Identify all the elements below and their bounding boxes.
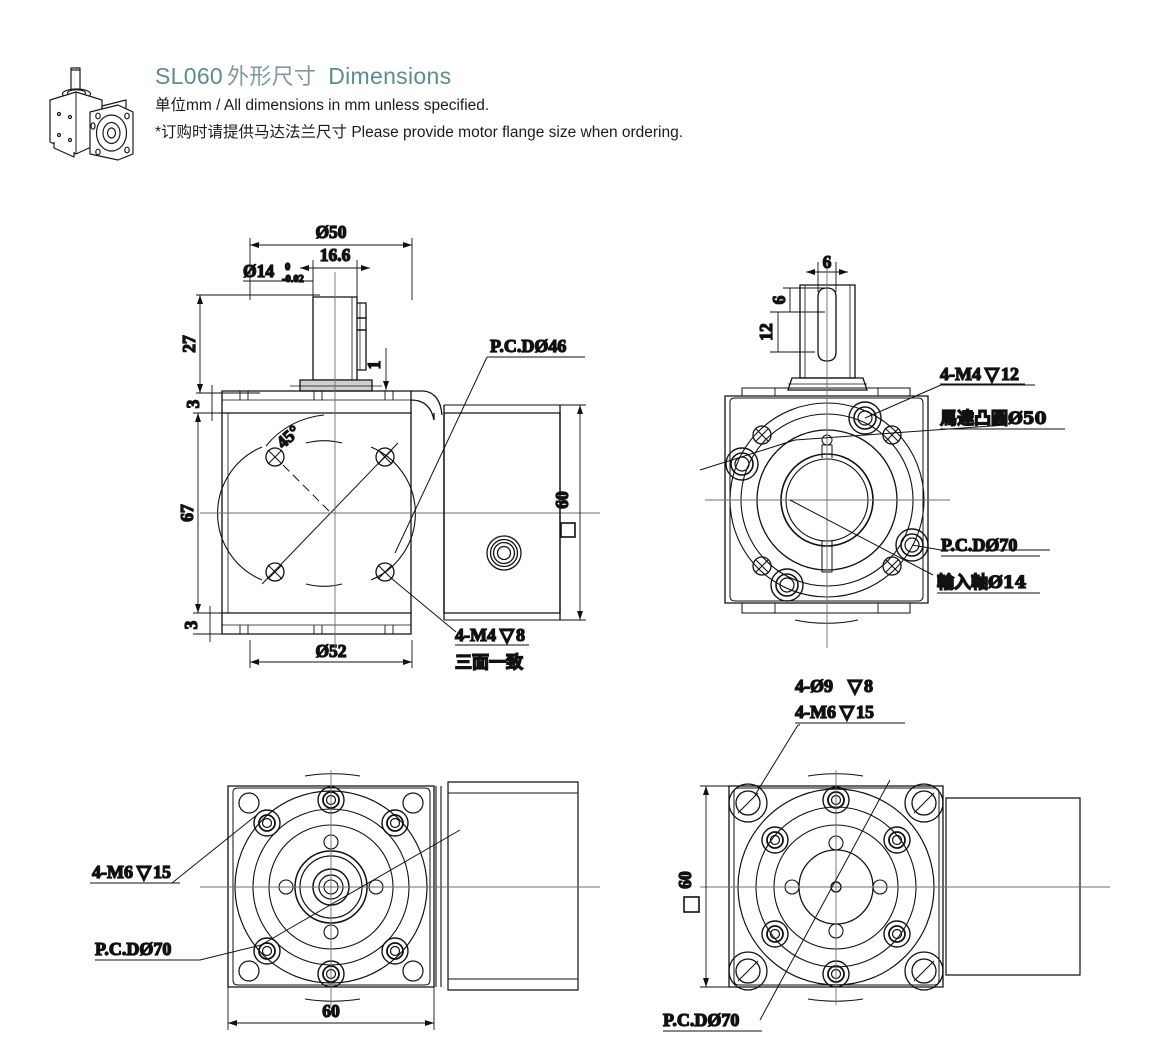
label-shaft-tol-upper: 0 [285, 262, 290, 273]
dim-outer-dia-50 [249, 238, 413, 300]
label-square-60-bottom-right: 60 [675, 871, 695, 889]
title-cjk: 外形尺寸 [227, 64, 317, 89]
leader-pcd46 [394, 356, 585, 554]
note-tap-depth-12: 12 [1001, 364, 1019, 384]
gearbox-3d-icon [49, 67, 134, 161]
label-shaft-tol-lower: -0.02 [282, 274, 304, 285]
label-shaft-dia: Ø14 [243, 261, 274, 281]
label-shaft-len: 16.6 [320, 245, 351, 265]
note-tap-m4-12-group: 4-M4 ▽ 12 [939, 363, 1025, 385]
label-body-height: 67 [177, 504, 197, 522]
dim-width-60-bottom-left [227, 987, 435, 1030]
note-tap-m4: 4-M4 [455, 625, 496, 645]
note-input-shaft: 輸入軸Ø14 [937, 572, 1027, 593]
dim-base-dia-52 [249, 640, 413, 668]
centerlines-top-right [705, 268, 950, 648]
depth-symbol-icon-2: ▽ [984, 364, 1000, 384]
dim-height-27 [196, 294, 320, 394]
label-square-60-right: 60 [552, 491, 572, 509]
tapped-holes-m4-flange [752, 425, 902, 576]
side-block [443, 404, 561, 621]
label-flange-thk-top: 3 [183, 399, 203, 408]
note-through-depth-8: 8 [864, 676, 873, 696]
label-outer-dia: Ø50 [315, 222, 346, 242]
note-three-sides-cjk: 三面一致 [455, 652, 524, 673]
bolt-circle-pcd46 [217, 440, 416, 587]
note-m6-right-group: 4-M6 ▽ 15 [794, 701, 905, 724]
label-step-1: 1 [364, 361, 384, 370]
counterbored-m6-left [253, 809, 409, 965]
centerlines-bottom-left [200, 770, 600, 1005]
label-key-height: 6 [769, 295, 789, 304]
note-through-hole-d9: 4-Ø9 [795, 676, 833, 696]
depth-symbol-icon: ▽ [499, 625, 515, 645]
subtitle-units: 单位mm / All dimensions in mm unless speci… [155, 97, 490, 114]
note-pcd46: P.C.DØ46 [490, 336, 566, 356]
side-block-bottom-right [945, 797, 1081, 976]
depth-symbol-icon-3: ▽ [136, 862, 152, 882]
view-bottom-right: 60 4-Ø9 ▽ 8 4-M6 ▽ 15 P.C.DØ70 [662, 675, 1110, 1032]
leader-m4-tap [390, 577, 457, 633]
label-base-dia: Ø52 [315, 641, 346, 661]
note-tap-depth-8: 8 [516, 625, 525, 645]
label-key-length: 12 [756, 323, 776, 341]
label-height-27: 27 [179, 335, 199, 353]
label-width-60-bottom-left: 60 [322, 1001, 340, 1021]
note-d9-group: 4-Ø9 ▽ 8 [794, 675, 873, 696]
note-tap-m4-12: 4-M4 [940, 364, 981, 384]
main-body-box [221, 390, 443, 614]
label-flange-thk-bottom: 3 [181, 620, 201, 629]
note-tap-m6-left: 4-M6 [92, 862, 133, 882]
label-angle-45: 45° [272, 421, 304, 452]
square-symbol-icon [560, 522, 576, 538]
dim-square-60-bottom-right [700, 785, 729, 988]
note-m4-tap-group: 4-M4 ▽ 8 三面一致 [454, 624, 529, 674]
subtitle-ordering: *订购时请提供马达法兰尺寸 Please provide motor flang… [155, 124, 684, 141]
counterbored-holes [725, 401, 929, 602]
view-bottom-left: 60 4-M6 ▽ 15 P.C.DØ70 [90, 770, 600, 1030]
square-symbol-icon-2 [683, 896, 700, 913]
bottom-flange-plate [221, 612, 412, 635]
note-pcd70-bottom-right: P.C.DØ70 [663, 1010, 739, 1030]
title-model: SL060 [155, 63, 224, 89]
note-tap-m6-right: 4-M6 [795, 702, 836, 722]
input-shaft-geometry [290, 296, 382, 392]
output-housing-right [728, 773, 944, 1002]
depth-symbol-icon-4: ▽ [847, 676, 863, 696]
note-m6-left-group: 4-M6 ▽ 15 [91, 861, 180, 884]
input-shaft-keyway [799, 284, 856, 379]
note-pcd70-bottom-left: P.C.DØ70 [95, 939, 171, 959]
dim-shaft-len-16-6 [300, 260, 370, 300]
centerlines-bottom-right [700, 770, 1110, 1005]
side-block-bottom-left [435, 781, 579, 991]
flange-housing [724, 387, 929, 624]
leaders-bottom-right [754, 724, 891, 1021]
view-top-left: Ø50 16.6 Ø14 0 -0.02 27 [176, 221, 600, 674]
depth-symbol-icon-5: ▽ [839, 702, 855, 722]
leaders-top-right [699, 384, 1050, 576]
note-tap-depth-15-right: 15 [856, 702, 874, 722]
top-flange-plate [221, 390, 412, 414]
angle-45-indicator [265, 414, 331, 513]
view-top-right: 6 6 12 [699, 251, 1065, 648]
title-latin: Dimensions [328, 63, 452, 89]
corner-holes-left [238, 792, 424, 982]
shaft-boss [787, 377, 868, 391]
note-motor-boss: 馬達凸圓Ø50 [940, 409, 1047, 429]
tapped-holes-m4 [265, 447, 395, 582]
note-tap-depth-15-left: 15 [153, 862, 171, 882]
note-pcd70-topright: P.C.DØ70 [941, 535, 1017, 555]
label-key-width: 6 [823, 252, 832, 272]
counterbored-m6-right [761, 826, 911, 948]
dim-square-60-right [560, 404, 586, 621]
centerlines-top-left [200, 272, 600, 650]
through-holes-d9 [728, 783, 944, 991]
dim-key-length-12 [770, 311, 815, 353]
